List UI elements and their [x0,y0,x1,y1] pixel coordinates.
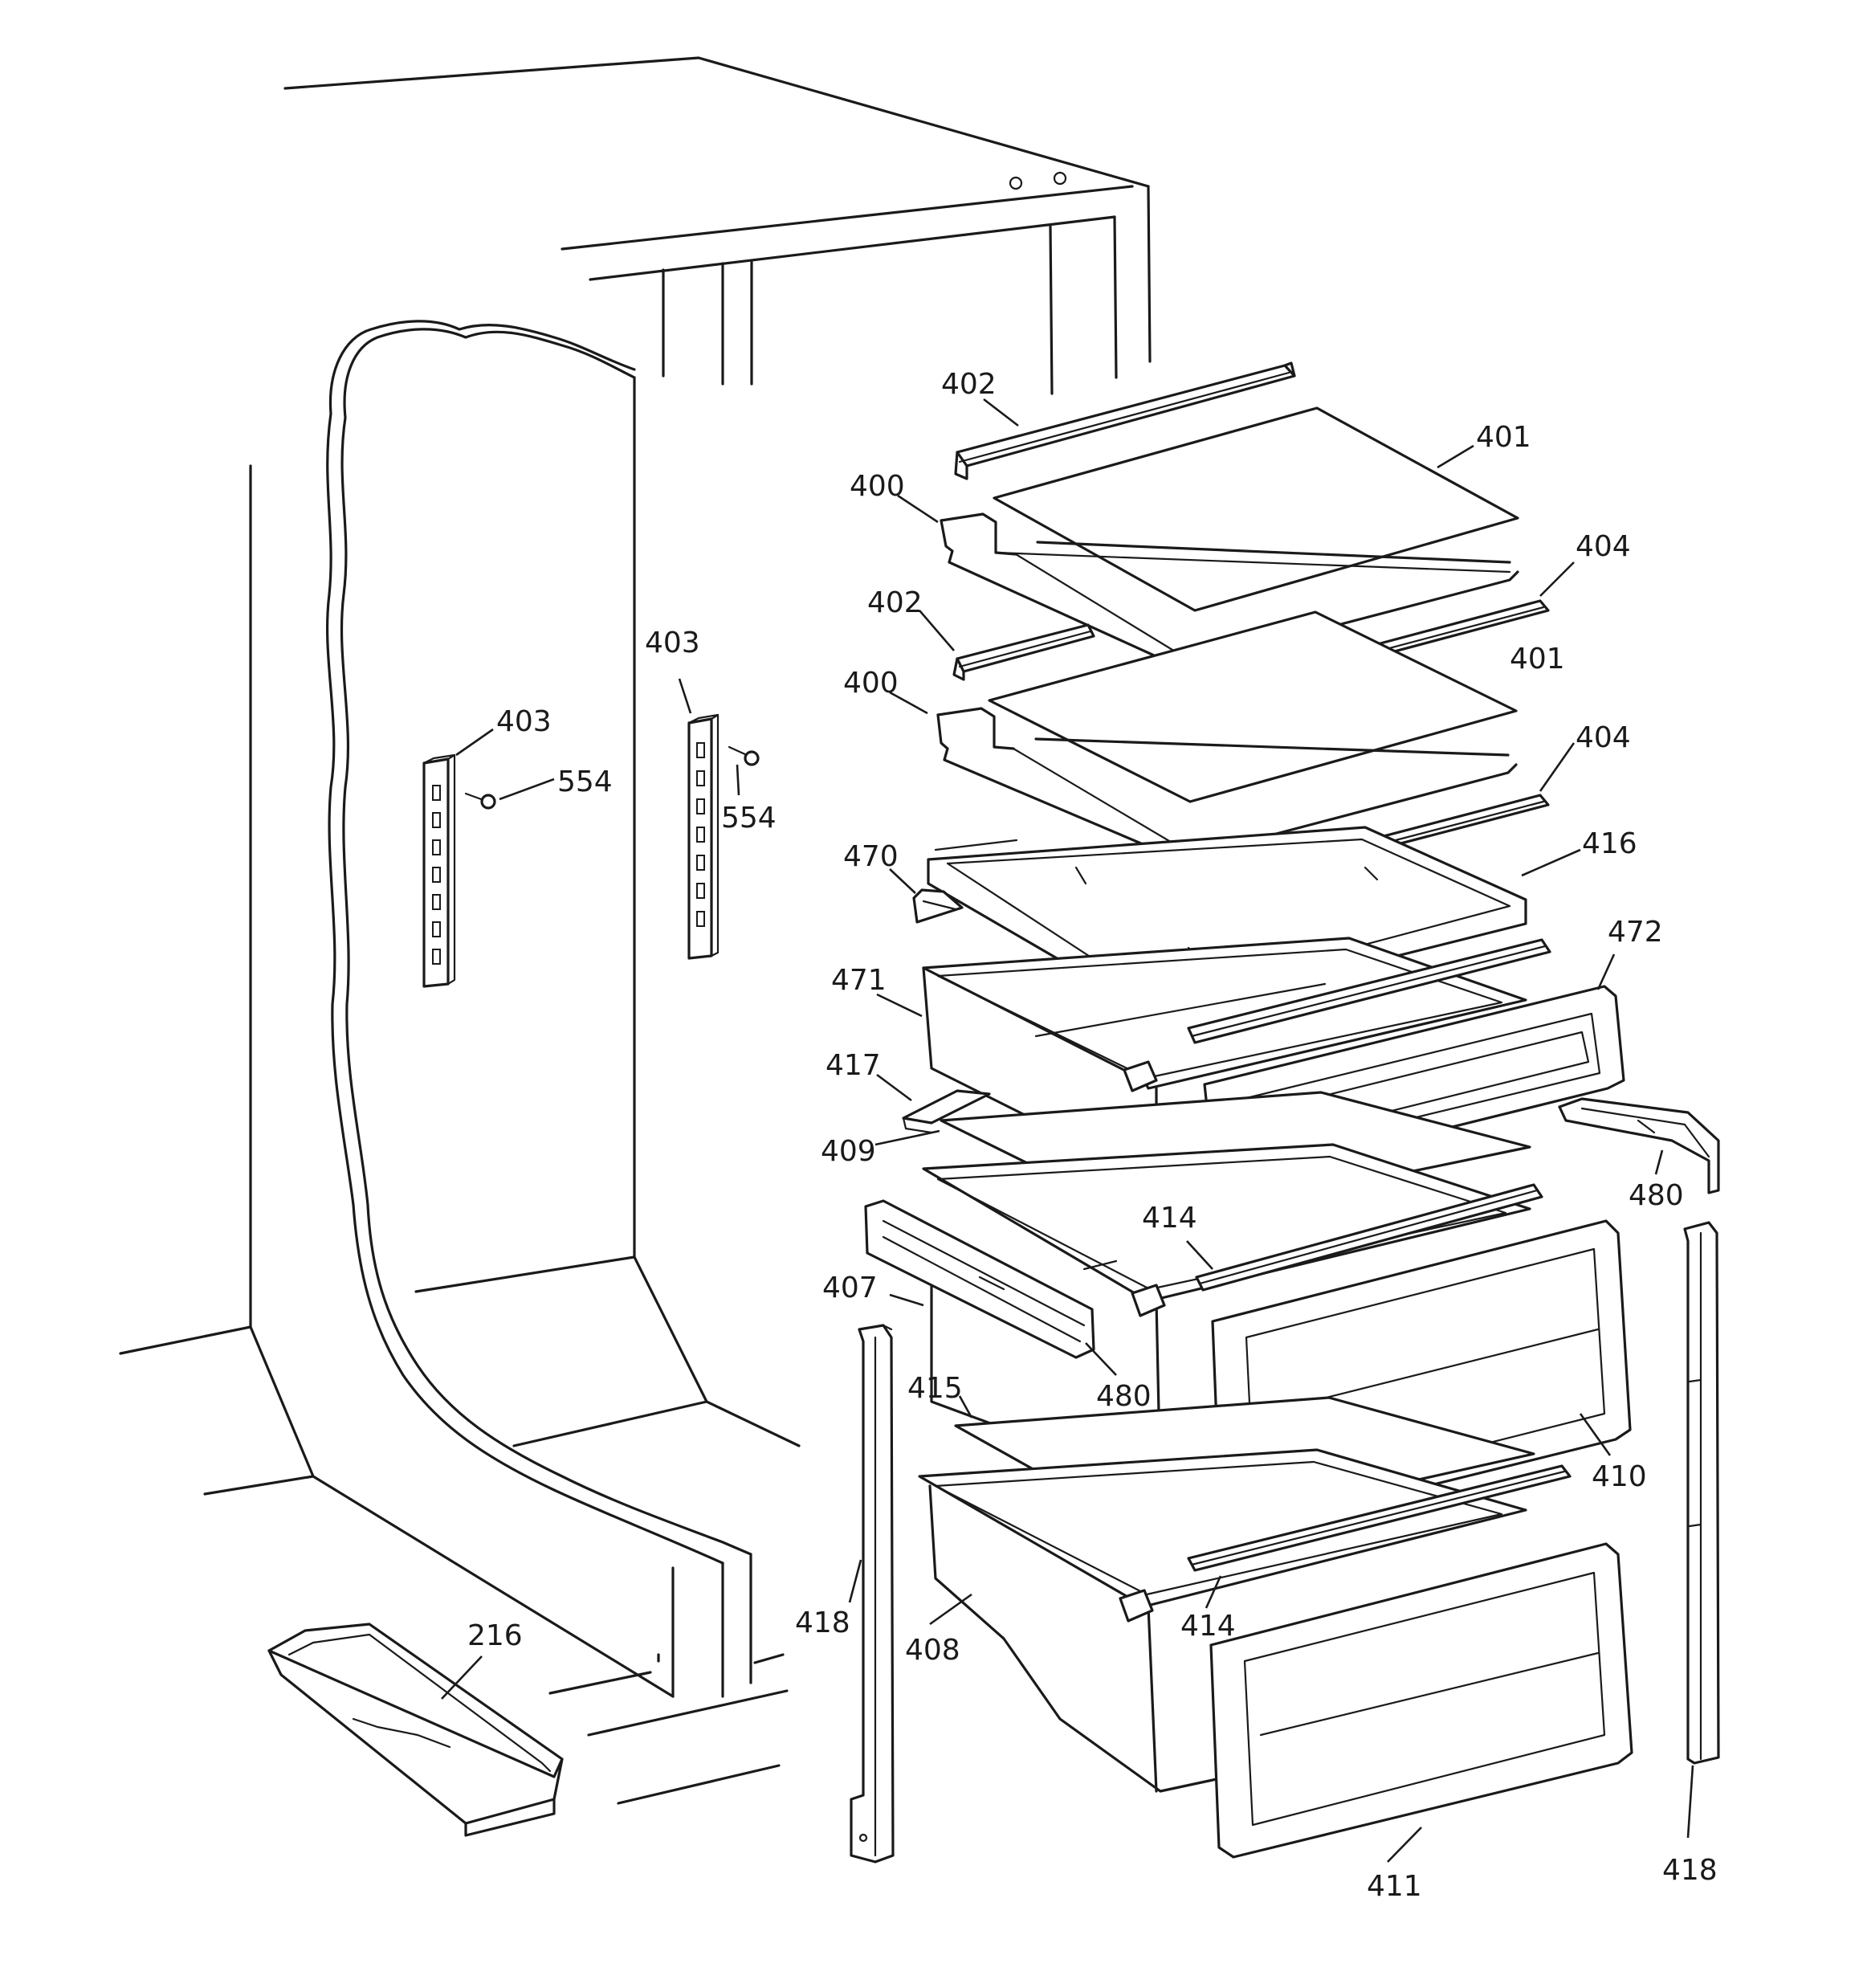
callout-411: 411 [1367,1870,1422,1903]
callout-402-upper: 402 [941,368,997,401]
callout-216: 216 [467,1619,523,1652]
upper-pan-rail [1187,938,1551,1044]
callout-470: 470 [843,840,899,873]
door-bin [267,1623,564,1837]
callout-404-upper: 404 [1576,530,1631,563]
callout-417: 417 [826,1049,881,1082]
callout-415: 415 [907,1372,963,1405]
shelf-ladder-left [422,753,456,988]
screw-left [464,792,496,810]
shelf-trim-lower [952,623,1095,681]
screw-right [728,745,760,766]
shelf-ladder-right [687,713,720,960]
shelf-glass-lower [988,610,1518,803]
lower-pan [918,1448,1527,1793]
drawer-slide-right [1558,1097,1720,1194]
leader-lines [441,398,1694,1863]
lower-pan-rail [1187,1464,1572,1572]
callout-414-upper: 414 [1142,1202,1197,1235]
callout-554-left: 554 [557,765,613,798]
callout-410: 410 [1592,1460,1647,1493]
lower-drawer-front [1209,1542,1633,1859]
callout-404-lower: 404 [1576,721,1631,754]
callout-416: 416 [1582,827,1637,860]
pan-separator [902,1089,991,1134]
callout-418-left: 418 [795,1606,850,1639]
shelf-frame-upper [940,512,1519,668]
callout-400-lower: 400 [843,667,899,700]
callout-400-upper: 400 [850,470,905,503]
cover-support-left [912,888,964,924]
drawer-slide-left [864,1199,1095,1359]
callout-402-lower: 402 [867,586,923,619]
callout-418-right: 418 [1662,1854,1718,1887]
callout-labels: 402 401 400 404 402 403 403 554 554 401 … [467,368,1718,1903]
middle-pan-rail [1195,1183,1543,1292]
cabinet-outline [119,56,1152,1805]
side-support-right [1683,1221,1720,1765]
callout-414-lower: 414 [1180,1610,1236,1643]
callout-401-upper: 401 [1476,421,1531,454]
callout-401-lower: 401 [1510,643,1565,676]
callout-472: 472 [1608,916,1663,949]
callout-408: 408 [905,1634,960,1667]
callout-480-left: 480 [1096,1380,1152,1413]
callout-403-right: 403 [645,627,700,659]
shelf-glass-upper [993,406,1519,612]
callout-554-right: 554 [721,802,777,835]
callout-403-left: 403 [496,705,552,738]
liner-cutaway-edge [325,320,752,1565]
side-support-left [850,1324,895,1863]
callout-471: 471 [831,964,887,997]
callout-407: 407 [822,1272,878,1304]
callout-409: 409 [821,1135,876,1168]
shelf-trim-upper [954,361,1296,480]
callout-480-right: 480 [1629,1179,1684,1212]
